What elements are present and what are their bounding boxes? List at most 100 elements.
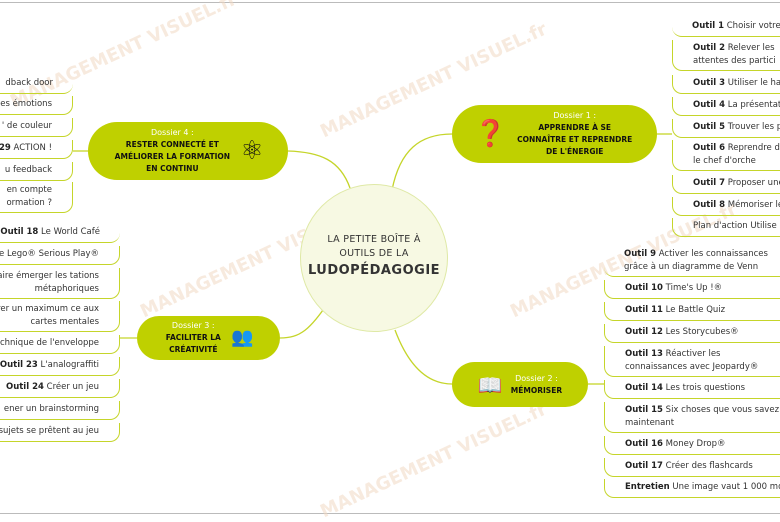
item-label: chnique de l'enveloppe — [0, 338, 99, 348]
item-number: Outil 23 — [0, 360, 38, 370]
list-item[interactable]: Outil 12 Les Storycubes® — [604, 324, 780, 343]
item-number: Outil 13 — [625, 349, 663, 359]
item-label: Une image vaut 1 000 mo — [672, 482, 780, 492]
list-item[interactable]: es émotions — [0, 96, 73, 115]
item-label: Plan d'action Utilise — [693, 221, 777, 231]
center-line-2: OUTILS DE LA — [339, 248, 409, 259]
connector-d4 — [287, 150, 351, 189]
item-label: ener un brainstorming — [3, 404, 99, 414]
list-item[interactable]: érer un maximum ce aux cartes mentales — [0, 301, 120, 332]
list-item[interactable]: ener un brainstorming — [0, 401, 120, 420]
item-label: Créer un jeu — [46, 382, 99, 392]
list-item[interactable]: Entretien Une image vaut 1 000 mo — [604, 479, 780, 498]
list-item[interactable]: Outil 2 Relever les attentes des partici — [672, 40, 780, 71]
item-label: ' de couleur — [1, 121, 52, 131]
item-label: Mémoriser le — [727, 200, 780, 210]
dossier-1-node[interactable]: ❓ Dossier 1 : APPRENDRE À SE CONNAÎTRE ET… — [452, 105, 657, 163]
list-item[interactable]: Outil 16 Money Drop® — [604, 436, 780, 455]
dossier-title: APPRENDRE À SE CONNAÎTRE ET REPRENDRE DE… — [517, 123, 633, 156]
dossier-2-node[interactable]: 📖 Dossier 2 :MÉMORISER — [452, 362, 588, 407]
list-item[interactable]: Outil 1 Choisir votre — [672, 18, 780, 37]
list-item[interactable]: Outil 11 Le Battle Quiz — [604, 302, 780, 321]
item-number: Outil 14 — [625, 383, 663, 393]
list-item[interactable]: Outil 9 Activer les connaissances grâce … — [604, 246, 780, 277]
item-label: Le Battle Quiz — [665, 305, 726, 315]
dossier-title: FACILITER LA CRÉATIVITÉ — [165, 333, 221, 354]
list-item[interactable]: dback door — [0, 75, 73, 94]
list-item[interactable]: Outil 18 Le World Café — [0, 224, 120, 243]
item-label: Money Drop® — [665, 439, 726, 449]
reader-headphones-icon: 📖 — [477, 372, 503, 397]
item-number: Outil 5 — [693, 122, 726, 132]
dossier-label: Dossier 1 : — [553, 111, 597, 120]
list-item[interactable]: Outil 13 Réactiver les connaissances ave… — [604, 346, 780, 377]
list-item[interactable]: aire émerger les tations métaphoriques — [0, 268, 120, 299]
head-question-icon: ❓ — [474, 119, 507, 149]
dossier-title: RESTER CONNECTÉ ET AMÉLIORER LA FORMATIO… — [114, 140, 231, 173]
item-number: Outil 9 — [624, 249, 657, 259]
center-title: LUDOPÉDAGOGIE — [307, 263, 441, 278]
item-label: Activer les connaissances grâce à un dia… — [624, 249, 768, 272]
list-item[interactable]: Outil 10 Time's Up !® — [604, 280, 780, 299]
list-item[interactable]: Outil 3 Utiliser le ha — [672, 75, 780, 94]
item-label: Réactiver les connaissances avec Jeopard… — [625, 349, 759, 372]
item-label: Choisir votre — [726, 21, 780, 31]
item-label: es émotions — [0, 99, 52, 109]
list-item[interactable]: Outil 14 Les trois questions — [604, 380, 780, 399]
item-number: Outil 1 — [692, 21, 725, 31]
bottom-border — [0, 513, 780, 514]
item-label: Le World Café — [41, 227, 100, 237]
item-label: ACTION ! — [13, 143, 52, 153]
item-label: dback door — [5, 78, 53, 88]
item-label: L'analograffiti — [40, 360, 99, 370]
list-item[interactable]: sujets se prêtent au jeu — [0, 423, 120, 442]
item-number: Outil 15 — [625, 405, 663, 415]
list-item[interactable]: Outil 4 La présentat — [672, 97, 780, 116]
top-border — [0, 2, 780, 3]
item-number: Outil 2 — [693, 43, 726, 53]
list-item[interactable]: chnique de l'enveloppe — [0, 335, 120, 354]
item-number: Outil 24 — [5, 382, 44, 392]
item-number: Outil 16 — [625, 439, 663, 449]
item-label: en compte ormation ? — [6, 185, 52, 208]
list-item[interactable]: 29 ACTION ! — [0, 140, 73, 159]
item-label: aire émerger les tations métaphoriques — [0, 271, 99, 294]
dossier-3-node[interactable]: Dossier 3 :FACILITER LA CRÉATIVITÉ 👥 — [137, 316, 280, 360]
list-item[interactable]: Outil 23 L'analograffiti — [0, 357, 120, 376]
item-number: Outil 12 — [625, 327, 663, 337]
item-label: Reprendre d avec le chef d'orche — [693, 143, 780, 166]
list-item[interactable]: Outil 7 Proposer une — [672, 175, 780, 194]
central-topic: LA PETITE BOÎTE À OUTILS DE LA LUDOPÉDAG… — [300, 184, 448, 332]
item-label: Les trois questions — [665, 383, 746, 393]
list-item[interactable]: u feedback — [0, 162, 73, 181]
item-number: Outil 6 — [693, 143, 726, 153]
item-number: Entretien — [625, 482, 670, 492]
list-item[interactable]: en compte ormation ? — [0, 182, 73, 213]
list-item[interactable]: Outil 5 Trouver les p — [672, 119, 780, 138]
item-number: Outil 4 — [693, 100, 726, 110]
item-number: Outil 8 — [693, 200, 726, 210]
dossier-label: Dossier 3 : — [171, 321, 215, 330]
list-item[interactable]: Plan d'action Utilise — [672, 218, 780, 237]
dossier-title: MÉMORISER — [510, 385, 563, 395]
item-label: u feedback — [4, 165, 52, 175]
list-item[interactable]: de Lego® Serious Play® — [0, 246, 120, 265]
list-item[interactable]: Outil 17 Créer des flashcards — [604, 458, 780, 477]
item-label: Relever les attentes des partici — [693, 43, 776, 66]
list-item[interactable]: Outil 15 Six choses que vous savez maint… — [604, 402, 780, 433]
item-label: Time's Up !® — [665, 283, 723, 293]
connector-d1 — [391, 133, 453, 191]
list-item[interactable]: ' de couleur — [0, 118, 73, 137]
list-item[interactable]: Outil 24 Créer un jeu — [0, 379, 120, 398]
connector-d2 — [394, 329, 453, 385]
dossier-4-node[interactable]: Dossier 4 : RESTER CONNECTÉ ET AMÉLIORER … — [88, 122, 288, 180]
item-label: Utiliser le ha — [727, 78, 780, 88]
item-label: La présentat — [727, 100, 780, 110]
item-number: Outil 17 — [625, 461, 663, 471]
list-item[interactable]: Outil 6 Reprendre d avec le chef d'orche — [672, 140, 780, 171]
list-item[interactable]: Outil 8 Mémoriser le — [672, 197, 780, 216]
item-number: Outil 10 — [625, 283, 663, 293]
network-molecule-icon: ⚛ — [240, 136, 264, 166]
dossier-label: Dossier 4 : — [150, 128, 194, 137]
item-label: Créer des flashcards — [665, 461, 753, 471]
